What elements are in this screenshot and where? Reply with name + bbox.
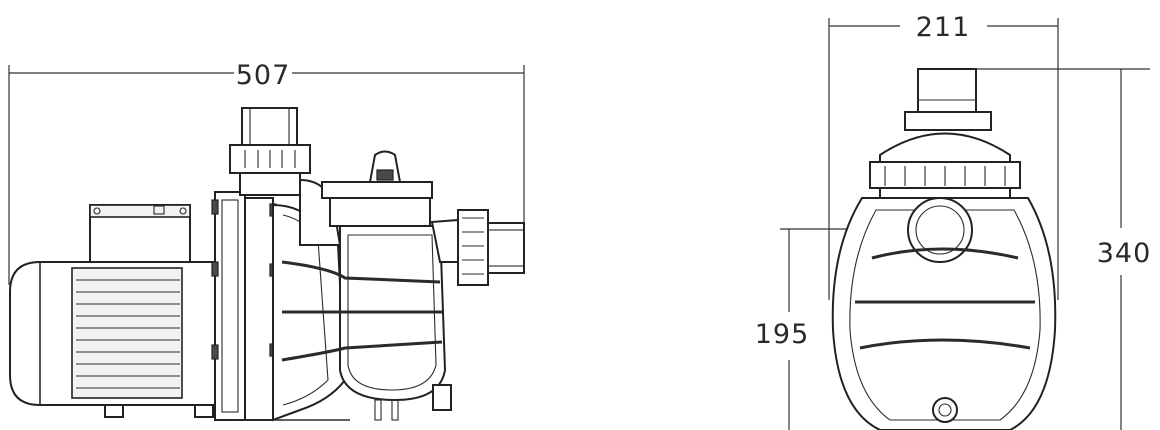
motor: [9, 261, 216, 418]
strainer-basket: [281, 150, 452, 421]
front-view: 211 340 195: [755, 12, 1152, 430]
inlet-port: [430, 209, 525, 286]
side-view: 507: [8, 60, 525, 422]
terminal-box: [89, 204, 191, 263]
dimension-label-340: 340: [1097, 238, 1152, 269]
front-body: [831, 197, 1057, 430]
flange: [211, 191, 277, 421]
dimension-211: 211: [828, 12, 1059, 300]
front-lid: [869, 132, 1021, 199]
dimension-label-195: 195: [755, 319, 810, 350]
dimension-195: 195: [755, 228, 940, 430]
dimension-label-211: 211: [916, 12, 971, 43]
dimension-label-507: 507: [236, 60, 291, 91]
dimension-340: 340: [975, 68, 1152, 430]
dimension-507: 507: [8, 60, 525, 285]
outlet-port: [229, 107, 342, 246]
front-outlet-port: [904, 68, 992, 131]
